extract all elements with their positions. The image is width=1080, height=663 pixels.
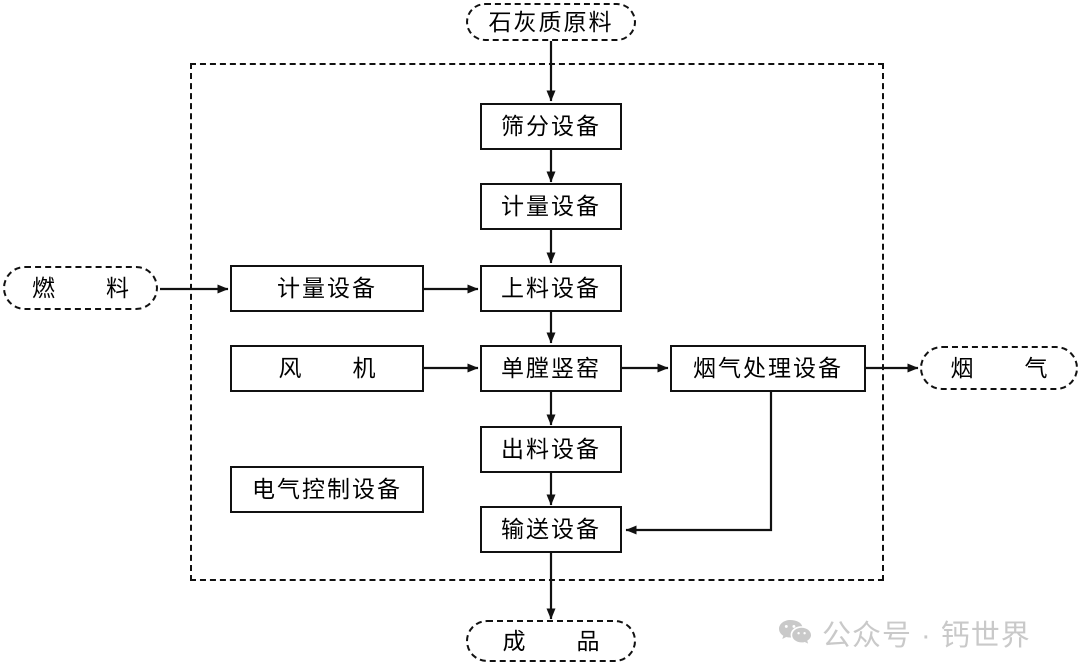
- node-metering-equipment-fuel-label: 计量设备: [277, 276, 377, 301]
- node-discharge-equipment[interactable]: 出料设备: [480, 426, 622, 473]
- node-screening-equipment-label: 筛分设备: [501, 114, 601, 139]
- node-fuel-label: 燃 料: [32, 275, 143, 301]
- node-screening-equipment[interactable]: 筛分设备: [480, 103, 622, 150]
- node-electrical-control-equipment-label: 电气控制设备: [252, 477, 402, 502]
- watermark-text: 公众号 · 钙世界: [822, 620, 1031, 652]
- node-metering-equipment-top-label: 计量设备: [501, 194, 601, 219]
- node-flue-gas[interactable]: 烟 气: [920, 346, 1078, 390]
- node-feeding-equipment-label: 上料设备: [501, 276, 601, 301]
- node-fan-label: 风 机: [278, 356, 390, 381]
- node-conveying-equipment[interactable]: 输送设备: [480, 506, 622, 553]
- node-fan[interactable]: 风 机: [230, 345, 424, 392]
- node-metering-equipment-fuel[interactable]: 计量设备: [230, 265, 424, 312]
- watermark: 公众号 · 钙世界: [778, 612, 1031, 654]
- node-flue-gas-label: 烟 气: [950, 355, 1062, 381]
- node-finished-product[interactable]: 成 品: [466, 620, 636, 662]
- node-feeding-equipment[interactable]: 上料设备: [480, 265, 622, 312]
- node-shaft-kiln-label: 单膛竖窑: [501, 356, 601, 381]
- wechat-icon: [779, 620, 811, 644]
- node-raw-material-label: 石灰质原料: [488, 9, 614, 35]
- node-metering-equipment-top[interactable]: 计量设备: [480, 183, 622, 230]
- node-conveying-equipment-label: 输送设备: [501, 517, 601, 542]
- system-boundary-box: [190, 63, 884, 581]
- node-flue-gas-treatment-label: 烟气处理设备: [693, 356, 843, 381]
- node-fuel[interactable]: 燃 料: [3, 266, 158, 310]
- node-shaft-kiln[interactable]: 单膛竖窑: [480, 345, 622, 392]
- node-finished-product-label: 成 品: [502, 628, 614, 654]
- node-electrical-control-equipment[interactable]: 电气控制设备: [230, 466, 424, 513]
- node-discharge-equipment-label: 出料设备: [501, 437, 601, 462]
- node-raw-material[interactable]: 石灰质原料: [466, 3, 636, 41]
- node-flue-gas-treatment[interactable]: 烟气处理设备: [670, 345, 866, 392]
